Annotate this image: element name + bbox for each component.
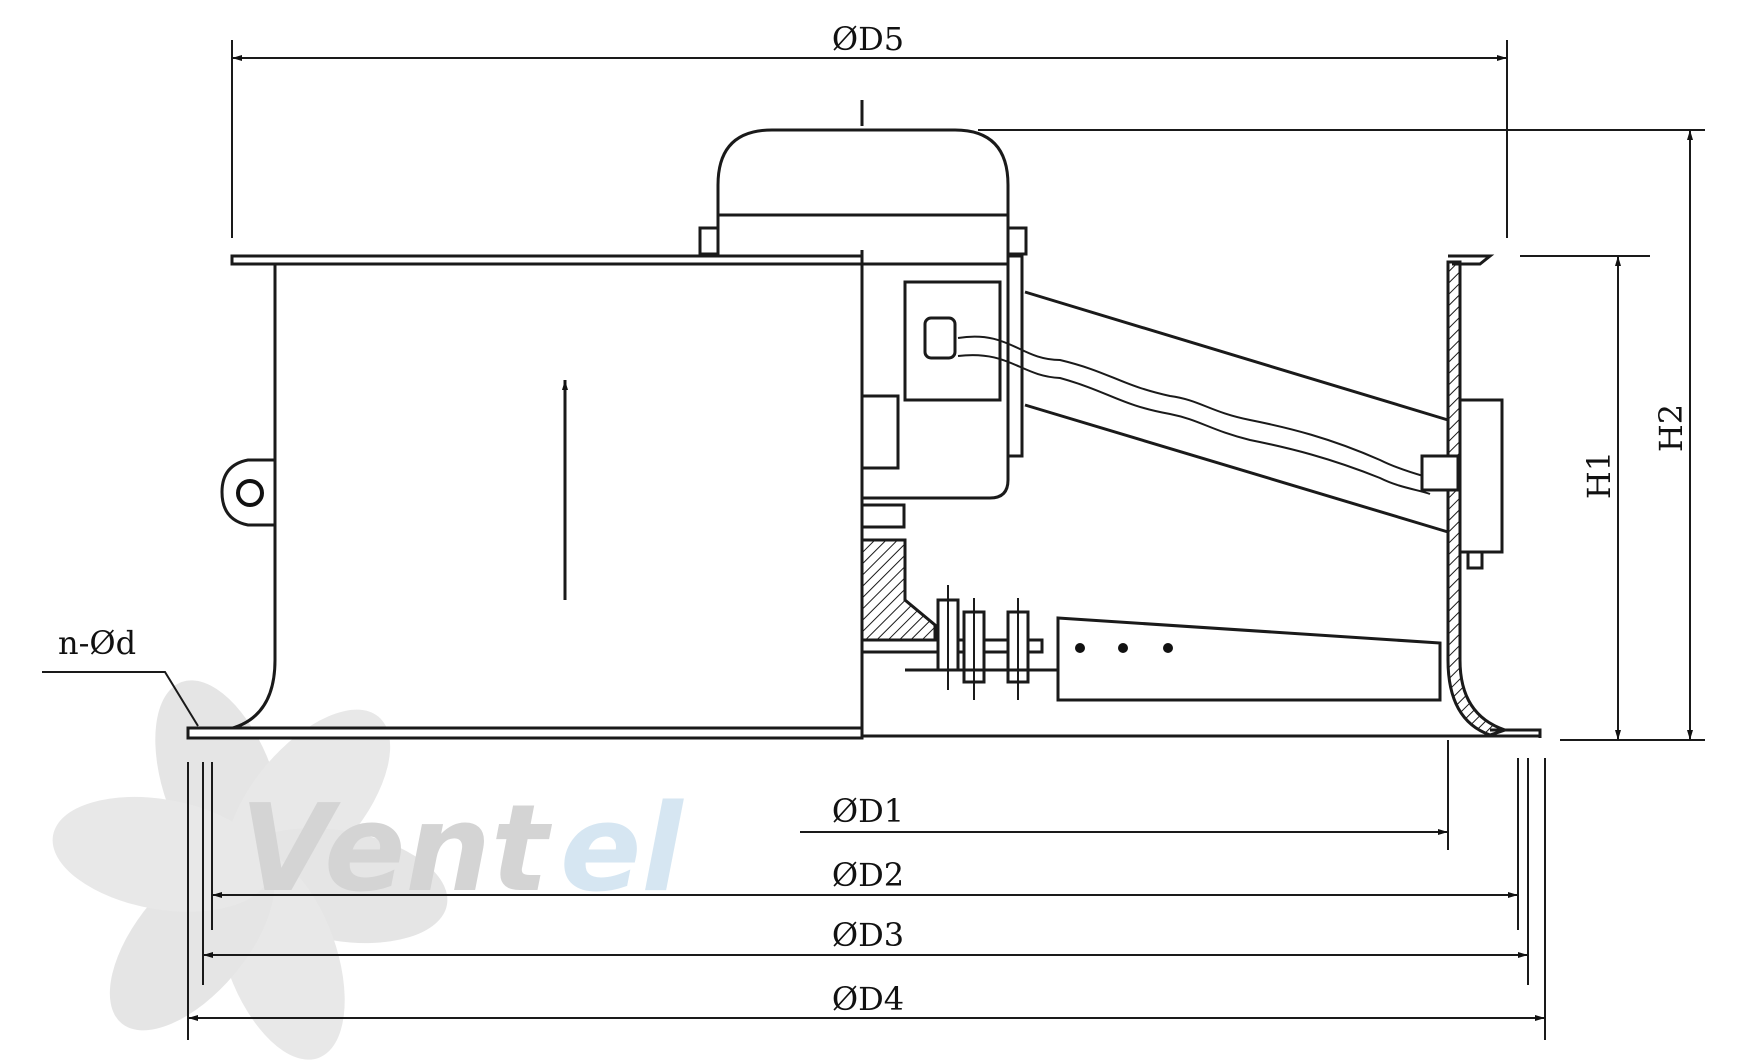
dim-d4-label: ØD4 [832, 980, 904, 1018]
motor-shaft-block [860, 503, 906, 529]
junction-box [1458, 398, 1504, 554]
mounting-bolts [936, 585, 1030, 700]
motor-side-box [860, 394, 900, 470]
dim-d2-label: ØD2 [832, 856, 904, 894]
cable-gland [923, 316, 957, 360]
impeller-blade [1056, 616, 1442, 702]
top-flange-right [1448, 254, 1495, 266]
motor-bolt-right [1006, 226, 1028, 256]
junction-connector [1420, 454, 1460, 492]
dim-holes-leader [42, 671, 199, 727]
motor-support-bracket [860, 538, 937, 642]
junction-drain [1466, 550, 1484, 570]
motor-bolt-left [698, 226, 720, 256]
dim-holes-label: n-Ød [58, 624, 136, 662]
dim-d5-label: ØD5 [832, 20, 904, 58]
motor-cap [716, 128, 1010, 250]
support-strut [957, 290, 1449, 534]
watermark-text-vent: Vent [240, 780, 553, 919]
top-flange-plate [230, 254, 864, 266]
blade-rivets [1075, 643, 1173, 653]
watermark-text-el: el [560, 780, 684, 919]
dim-h1-label: H1 [1580, 451, 1618, 499]
dim-d1-label: ØD1 [832, 792, 904, 830]
housing-left [220, 264, 864, 732]
ventel-watermark: Vent el [52, 680, 684, 1060]
motor-flange [1006, 254, 1024, 458]
dim-h2-label: H2 [1652, 404, 1690, 452]
lifting-eye-hole [236, 479, 264, 507]
bottom-flange-plate [186, 726, 864, 740]
dim-d3-label: ØD3 [832, 916, 904, 954]
